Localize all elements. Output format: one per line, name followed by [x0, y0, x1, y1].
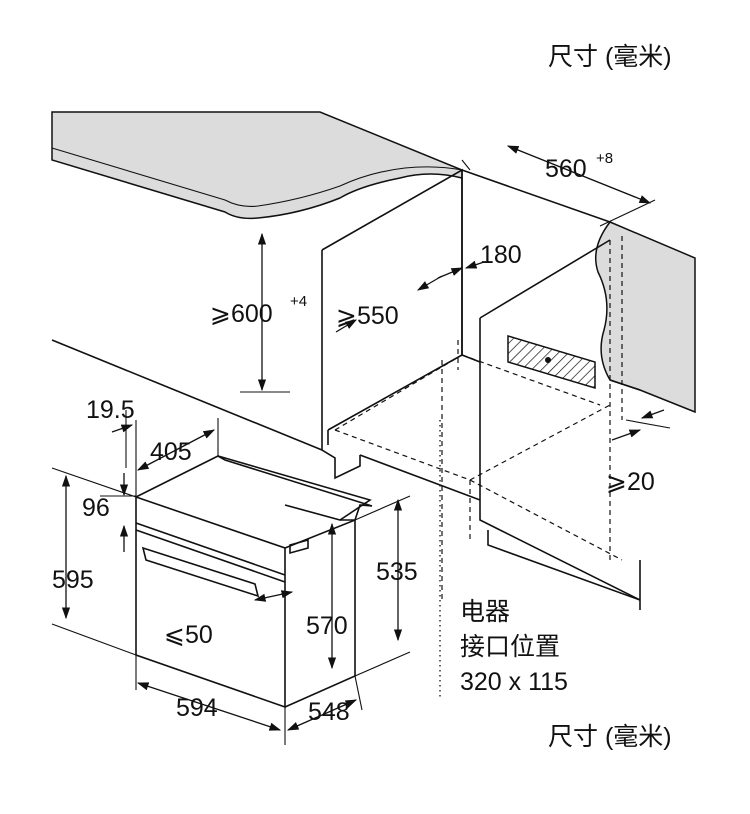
- connection-label-2: 接口位置: [460, 633, 560, 661]
- dim-front-panel: 19.5: [86, 396, 135, 424]
- dim-top-depth: 405: [150, 438, 192, 466]
- dim-niche-depth: ⩾550: [336, 302, 399, 330]
- oven: [135, 455, 373, 709]
- dim-inner-height: 570: [306, 612, 348, 640]
- connection-block: [507, 334, 596, 390]
- dim-niche-width: 560: [545, 155, 587, 183]
- dim-gap: ⩾20: [606, 468, 655, 496]
- countertop: [51, 111, 463, 220]
- dim-oven-depth: 548: [308, 698, 350, 726]
- unit-label-bottom: 尺寸 (毫米): [548, 723, 672, 751]
- connection-size: 320 x 115: [460, 668, 568, 696]
- dim-body-height: 535: [376, 558, 418, 586]
- right-wall: [595, 221, 696, 414]
- dim-niche-width-tol: +8: [596, 150, 613, 167]
- dimension-lines: [51, 145, 671, 745]
- dim-niche-height-tol: +4: [290, 293, 307, 310]
- connection-label-1: 电器: [460, 598, 510, 626]
- dim-total-height: 595: [52, 566, 94, 594]
- dim-top-front: 96: [82, 494, 110, 522]
- dim-oven-width: 594: [176, 694, 218, 722]
- dim-niche-height: ⩾600: [210, 300, 273, 328]
- dim-handle-depth: ⩽50: [164, 621, 213, 649]
- dim-cutout: 180: [480, 241, 522, 269]
- unit-label-top: 尺寸 (毫米): [548, 43, 672, 71]
- cabinet-structure: [51, 168, 641, 610]
